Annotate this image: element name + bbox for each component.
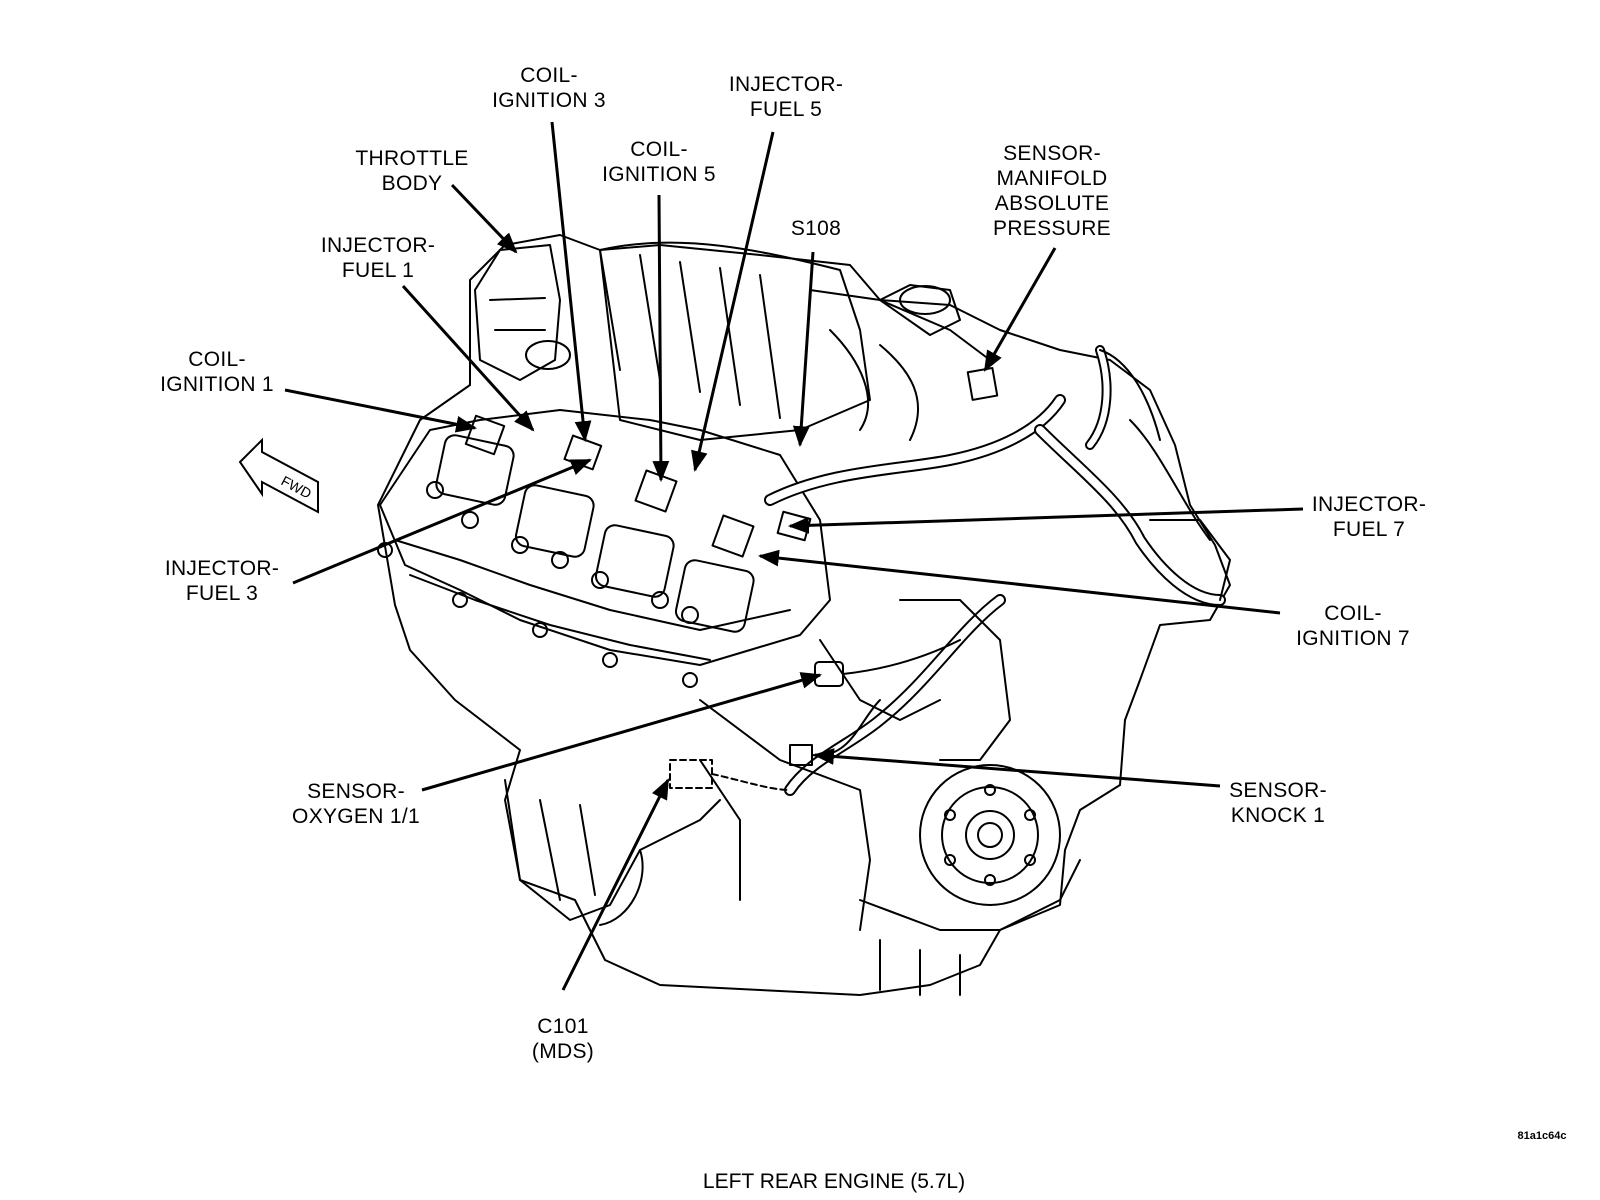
callout-sensor-oxygen: SENSOR- OXYGEN 1/1 [292,780,420,828]
callout-leaders [284,121,1304,991]
leader-coil-ignition-1 [284,388,478,433]
leader-coil-ignition-5 [652,194,670,483]
leader-c101 [561,778,670,991]
callout-injector-fuel-3: INJECTOR- FUEL 3 [164,557,280,605]
callout-injector-fuel-1: INJECTOR- FUEL 1 [320,234,436,282]
callout-coil-ignition-5: COIL- IGNITION 5 [602,138,716,186]
callout-coil-ignition-3: COIL- IGNITION 3 [492,64,606,112]
leader-coil-ignition-7 [757,549,1281,615]
leader-sensor-knock [812,748,1221,788]
leader-sensor-map [983,247,1057,372]
leader-injector-fuel-5 [691,131,775,473]
callout-injector-fuel-5: INJECTOR- FUEL 5 [728,73,844,121]
figure-caption: LEFT REAR ENGINE (5.7L) [702,1170,966,1193]
leader-injector-fuel-7 [787,507,1304,534]
callout-injector-fuel-7: INJECTOR- FUEL 7 [1311,493,1427,541]
figure-code: 81a1c64c [1517,1130,1567,1142]
leader-coil-ignition-3 [550,121,592,443]
leader-injector-fuel-3 [292,458,592,585]
leader-sensor-oxygen [421,672,823,792]
callout-c101: C101 (MDS) [531,1015,595,1063]
callout-sensor-knock: SENSOR- KNOCK 1 [1229,779,1327,827]
callout-s108: S108 [790,217,842,240]
leader-injector-fuel-1 [401,284,535,432]
callout-coil-ignition-7: COIL- IGNITION 7 [1296,602,1410,650]
callout-sensor-map: SENSOR- MANIFOLD ABSOLUTE PRESSURE [993,142,1111,240]
leader-throttle-body [450,183,518,254]
callout-coil-ignition-1: COIL- IGNITION 1 [160,348,274,396]
engine-illustration [377,234,1231,996]
leader-s108 [792,251,815,448]
callout-throttle-body: THROTTLE BODY [355,147,469,195]
fwd-arrow-icon: FWD [238,437,319,514]
